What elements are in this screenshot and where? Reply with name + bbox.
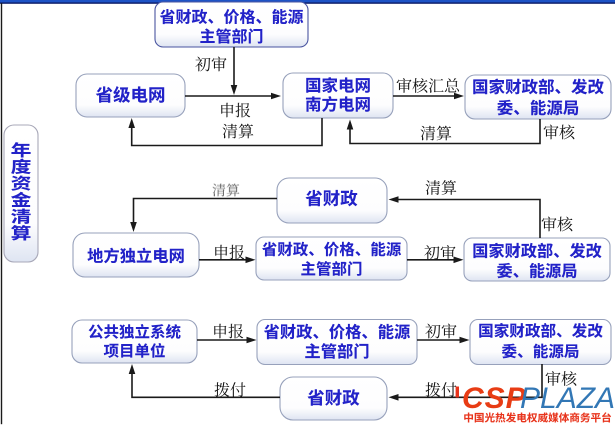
svg-text:CSP: CSP	[462, 382, 527, 415]
svg-text:PLAZA: PLAZA	[520, 382, 615, 415]
